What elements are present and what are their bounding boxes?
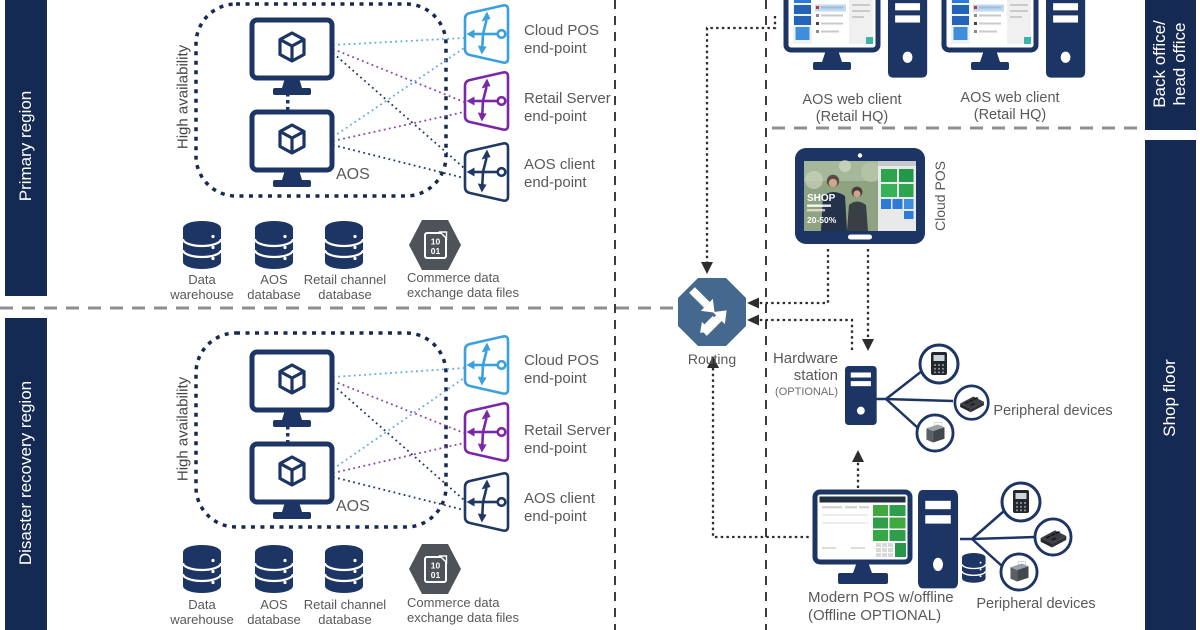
cash-drawer-icon: [1033, 517, 1073, 557]
aos-endpoint-links: [332, 37, 465, 511]
high-availability-boxes: [194, 2, 448, 529]
primary-region-bar: [5, 0, 47, 296]
aos-web-client-monitor-icon: [786, 0, 878, 70]
routing-label: Routing: [687, 351, 737, 367]
retail-channel-database-icon: [323, 543, 365, 595]
routing-icon: [678, 278, 746, 346]
receipt-printer-icon: [999, 552, 1039, 592]
modern-pos-monitor-icon: [815, 492, 910, 584]
ellipsis-icon: [286, 426, 290, 444]
shop-floor-bar: [1145, 140, 1196, 630]
ellipsis-icon: [286, 93, 290, 111]
payment-terminal-icon: [1000, 481, 1042, 523]
cloud-pos-endpoint-icon: [463, 4, 510, 64]
aos-client-endpoint-icon: [463, 472, 510, 532]
aos-web-client-label: AOS web client(Retail HQ): [802, 92, 902, 125]
back-office-label: Back office/ head office: [1150, 20, 1189, 108]
aos-web-client-monitor-icon: [944, 0, 1036, 70]
aos-database-icon: [253, 219, 295, 271]
aos-server-icon: [252, 444, 332, 519]
aos-client-endpoint-icon: [463, 142, 510, 202]
peripheral-links: [874, 370, 1036, 567]
offline-database-icon: [961, 552, 987, 584]
aos-database-icon: [253, 543, 295, 595]
aos-label: AOS: [336, 166, 370, 183]
disaster-recovery-region-label: Disaster recovery region: [16, 380, 35, 566]
hardware-station-icon: [845, 366, 877, 426]
aos-server-icon: [252, 352, 332, 427]
routing-connectors: [705, 16, 870, 539]
data-warehouse-icon: [181, 543, 223, 595]
high-availability-label: High availability: [174, 376, 192, 482]
cloud-pos-endpoint-icon: [463, 335, 510, 395]
retail-server-endpoint-icon: [463, 71, 510, 131]
aos-web-client-label: AOS web client(Retail HQ): [960, 90, 1060, 123]
retail-channel-database-icon: [323, 219, 365, 271]
disaster-recovery-region-bar: [5, 318, 47, 630]
data-warehouse-icon: [181, 219, 223, 271]
modern-pos-label: Modern POS w/offline (Offline OPTIONAL): [808, 589, 954, 624]
peripheral-devices-label: Peripheral devices: [993, 403, 1113, 419]
back-office-bar: [1145, 0, 1196, 130]
commerce-data-exchange-icon: [408, 219, 462, 271]
high-availability-label: High availability: [174, 44, 192, 150]
cloud-pos-tablet-icon: [795, 148, 925, 244]
cloud-pos-label: Cloud POS: [932, 160, 948, 232]
desktop-tower-icon: [1046, 0, 1086, 78]
hardware-station-label: Hardware station (OPTIONAL): [772, 350, 838, 398]
receipt-printer-icon: [915, 413, 955, 453]
commerce-data-exchange-icon: [408, 543, 462, 595]
aos-database-label: AOS database: [247, 272, 301, 302]
desktop-tower-icon: [888, 0, 928, 78]
aos-database-label: AOS database: [247, 597, 301, 627]
connector-arrowheads: [701, 262, 874, 462]
payment-terminal-icon: [918, 343, 960, 385]
shop-floor-label: Shop floor: [1160, 359, 1179, 437]
region-separator-lines: [0, 126, 1140, 310]
cash-drawer-icon: [953, 384, 990, 421]
retail-server-endpoint-icon: [463, 402, 510, 462]
primary-region-label: Primary region: [16, 90, 35, 202]
aos-server-icon: [252, 20, 332, 95]
aos-label: AOS: [336, 498, 370, 515]
aos-server-icon: [252, 112, 332, 187]
peripheral-devices-label: Peripheral devices: [976, 596, 1096, 612]
dashed-boundary-lines: [614, 0, 767, 630]
modern-pos-tower-icon: [918, 490, 959, 589]
